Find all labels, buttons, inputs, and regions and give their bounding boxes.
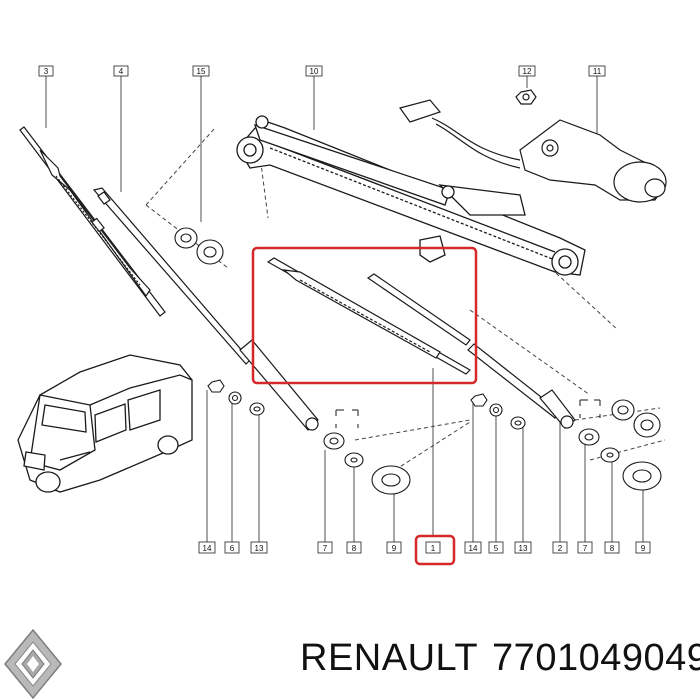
callout-box: 14 [198, 541, 216, 554]
callout-number: 15 [197, 67, 206, 76]
callout-box: 15 [192, 65, 210, 77]
callout-number: 9 [641, 544, 646, 553]
callout-box: 13 [250, 541, 268, 554]
callout-number: 12 [523, 67, 532, 76]
hardware-left [207, 379, 411, 495]
part-caption: RENAULT 7701049049 [300, 637, 700, 680]
wiper-arm-left [92, 187, 319, 431]
callout-box: 4 [113, 65, 129, 77]
callout-number: 11 [593, 67, 602, 76]
callout-box: 13 [514, 541, 532, 554]
wiper-motor [399, 99, 667, 203]
callout-number: 7 [323, 544, 328, 553]
callout-box: 5 [488, 541, 504, 554]
callout-number: 7 [583, 544, 588, 553]
highlight-frame [251, 246, 478, 385]
callout-box: 9 [635, 541, 651, 554]
callout-box: 7 [577, 541, 593, 554]
callout-box: 12 [518, 65, 536, 77]
callout-number: 1 [431, 544, 436, 553]
pivot-parts-left [174, 227, 224, 265]
callout-number: 4 [119, 67, 124, 76]
callout-box: 2 [552, 541, 568, 554]
callout-number: 3 [44, 67, 49, 76]
hardware-right [470, 393, 662, 491]
van-illustration [17, 354, 193, 493]
callout-number: 13 [519, 544, 528, 553]
callout-number: 14 [203, 544, 212, 553]
callout-number: 5 [494, 544, 499, 553]
renault-diamond-logo [4, 628, 62, 700]
callout-number: 8 [610, 544, 615, 553]
callout-number: 8 [352, 544, 357, 553]
callouts-top: 3 4 15 10 12 11 [38, 65, 606, 77]
callout-number: 13 [255, 544, 264, 553]
callouts-bottom: 14 6 13 7 8 9 1 14 [198, 534, 651, 566]
brand-name: RENAULT [300, 637, 479, 679]
callout-box: 8 [346, 541, 362, 554]
callout-number: 10 [310, 67, 319, 76]
callout-number: 6 [230, 544, 235, 553]
callout-box: 10 [305, 65, 323, 77]
callout-number: 14 [469, 544, 478, 553]
callout-box: 8 [604, 541, 620, 554]
callout-box: 6 [224, 541, 240, 554]
callout-box: 9 [386, 541, 402, 554]
part-number: 7701049049 [492, 637, 700, 679]
nut-12 [515, 89, 537, 105]
pivot-parts-right [611, 399, 661, 438]
callout-number: 2 [558, 544, 563, 553]
leader-lines [45, 76, 644, 542]
callout-box: 3 [38, 65, 54, 77]
callout-box: 7 [317, 541, 333, 554]
wiper-blade-highlighted [266, 257, 471, 375]
callout-number: 9 [392, 544, 397, 553]
callout-box: 11 [588, 65, 606, 77]
callout-box: 14 [464, 541, 482, 554]
wiper-linkage-frame [236, 115, 586, 276]
wiper-blade-left [19, 126, 166, 317]
wiper-arm-right [467, 343, 576, 429]
callout-box-highlighted: 1 [414, 534, 456, 566]
